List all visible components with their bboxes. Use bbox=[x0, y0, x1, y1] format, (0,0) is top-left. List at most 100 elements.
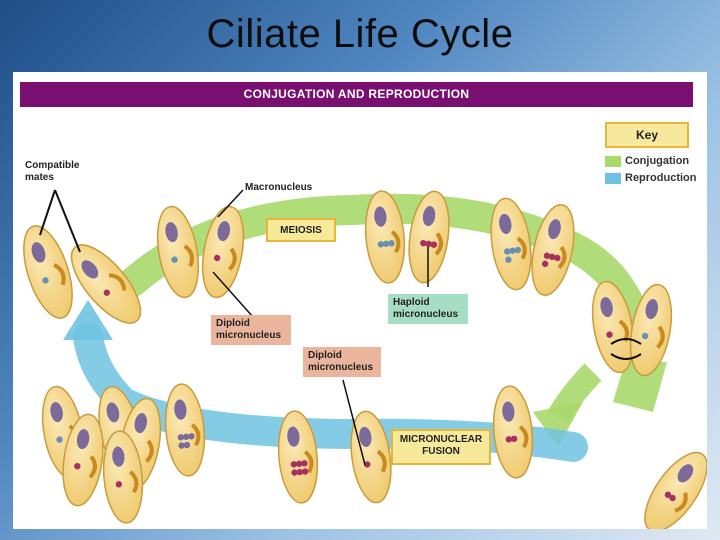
oral-groove bbox=[303, 450, 314, 474]
macronucleus bbox=[548, 219, 561, 240]
ciliate-cell bbox=[490, 197, 532, 291]
ciliate-cell bbox=[644, 451, 707, 529]
cell-body bbox=[23, 225, 73, 319]
micronucleus-dot bbox=[183, 441, 191, 449]
ciliate-cell bbox=[408, 190, 450, 284]
cell-body bbox=[629, 283, 673, 377]
key-item-reproduction: Reproduction bbox=[605, 172, 697, 184]
micronucleus-dot bbox=[504, 248, 511, 255]
micronucleus-dot bbox=[505, 436, 513, 443]
micronucleus-dot bbox=[213, 254, 221, 262]
ciliate-cell bbox=[102, 430, 144, 524]
oral-groove bbox=[674, 492, 688, 513]
micronucleus-dot bbox=[291, 469, 298, 476]
micronucleus-dot bbox=[505, 256, 512, 263]
oral-groove bbox=[88, 455, 97, 479]
macronucleus-pointer bbox=[217, 189, 244, 218]
micronucleus-dot bbox=[290, 461, 298, 468]
micronucleus-dot bbox=[177, 434, 185, 441]
micronucleus-dot bbox=[188, 433, 195, 440]
oral-groove bbox=[434, 232, 443, 256]
exchange-arrow-top bbox=[610, 338, 642, 345]
key-item-conjugation: Conjugation bbox=[605, 155, 689, 167]
micronucleus-dot bbox=[420, 239, 427, 247]
ciliate-cell bbox=[350, 410, 392, 504]
ciliate-cell bbox=[201, 205, 245, 299]
micronucleus-dot bbox=[74, 462, 81, 470]
oral-groove bbox=[183, 244, 194, 268]
ciliate-cell bbox=[277, 410, 319, 504]
micronucleus-dot bbox=[510, 435, 518, 443]
oral-groove bbox=[108, 273, 127, 291]
diagram-panel: CONJUGATION AND REPRODUCTION Key Conjuga… bbox=[13, 72, 707, 529]
macronucleus bbox=[645, 299, 659, 320]
ciliate-cell bbox=[492, 385, 534, 479]
cell-body bbox=[62, 413, 104, 507]
micronucleus-dot bbox=[295, 460, 303, 468]
micronucleus-dot bbox=[296, 468, 304, 476]
macronucleus bbox=[600, 297, 613, 318]
micronucleus-dot bbox=[541, 260, 549, 268]
compatible-mates-pointer-2 bbox=[54, 189, 81, 253]
macronucleus bbox=[374, 206, 387, 227]
exchange-arrow-bottom bbox=[610, 353, 642, 360]
oral-groove bbox=[516, 236, 527, 260]
macronucleus bbox=[81, 260, 99, 279]
cell-body bbox=[408, 190, 450, 284]
micronucleus-dot bbox=[664, 491, 672, 498]
macronucleus bbox=[217, 221, 231, 242]
micronucleus-dot bbox=[115, 481, 123, 488]
micronucleus-dot bbox=[56, 436, 63, 443]
micronucleus-dot bbox=[103, 289, 110, 296]
cell-body bbox=[164, 383, 206, 477]
macronucleus bbox=[502, 401, 515, 422]
oral-groove bbox=[376, 449, 387, 473]
oral-groove bbox=[656, 325, 665, 349]
diploid-pointer-2 bbox=[342, 379, 366, 466]
ciliate-cell bbox=[70, 244, 142, 324]
macronucleus bbox=[134, 413, 148, 434]
micronucleus-dot bbox=[382, 240, 390, 248]
macronucleus bbox=[359, 426, 372, 447]
micronucleus-dot bbox=[430, 241, 438, 248]
macronucleus bbox=[174, 399, 187, 420]
cell-group bbox=[23, 190, 707, 529]
oral-groove bbox=[557, 245, 567, 270]
cell-body bbox=[644, 451, 707, 529]
cell-body bbox=[492, 385, 534, 479]
ciliate-cell bbox=[156, 205, 200, 299]
ciliate-cell bbox=[23, 225, 73, 319]
cell-body bbox=[531, 204, 575, 296]
micronucleus-dot bbox=[425, 240, 432, 248]
ciliate-cell bbox=[591, 280, 635, 374]
micronucleus-dot bbox=[42, 277, 49, 284]
cell-body bbox=[156, 205, 200, 299]
macronucleus bbox=[50, 402, 63, 423]
macronucleus bbox=[165, 222, 178, 243]
micronucleus-dot bbox=[171, 256, 178, 263]
micronucleus-dot bbox=[388, 240, 395, 247]
macronucleus bbox=[499, 213, 512, 234]
ciliate-cell bbox=[629, 283, 673, 377]
oral-groove bbox=[145, 439, 154, 463]
micronucleus-dot bbox=[554, 254, 561, 262]
key-title: Key bbox=[605, 122, 689, 148]
micronucleus-dot bbox=[182, 433, 190, 441]
macronucleus bbox=[112, 446, 125, 467]
macronucleus bbox=[31, 242, 46, 263]
macronucleus bbox=[106, 402, 120, 423]
ciliate-cell bbox=[531, 204, 575, 296]
micronucleus-dot bbox=[178, 442, 185, 449]
ciliate-cell bbox=[164, 383, 206, 477]
macronucleus-label: Macronucleus bbox=[245, 182, 313, 193]
macronucleus bbox=[287, 426, 300, 447]
micronucleus-dot bbox=[606, 331, 613, 338]
macronucleus bbox=[76, 429, 90, 450]
ciliate-cell bbox=[62, 413, 104, 507]
macronucleus bbox=[677, 464, 694, 483]
micronucleus-dot bbox=[364, 461, 371, 468]
